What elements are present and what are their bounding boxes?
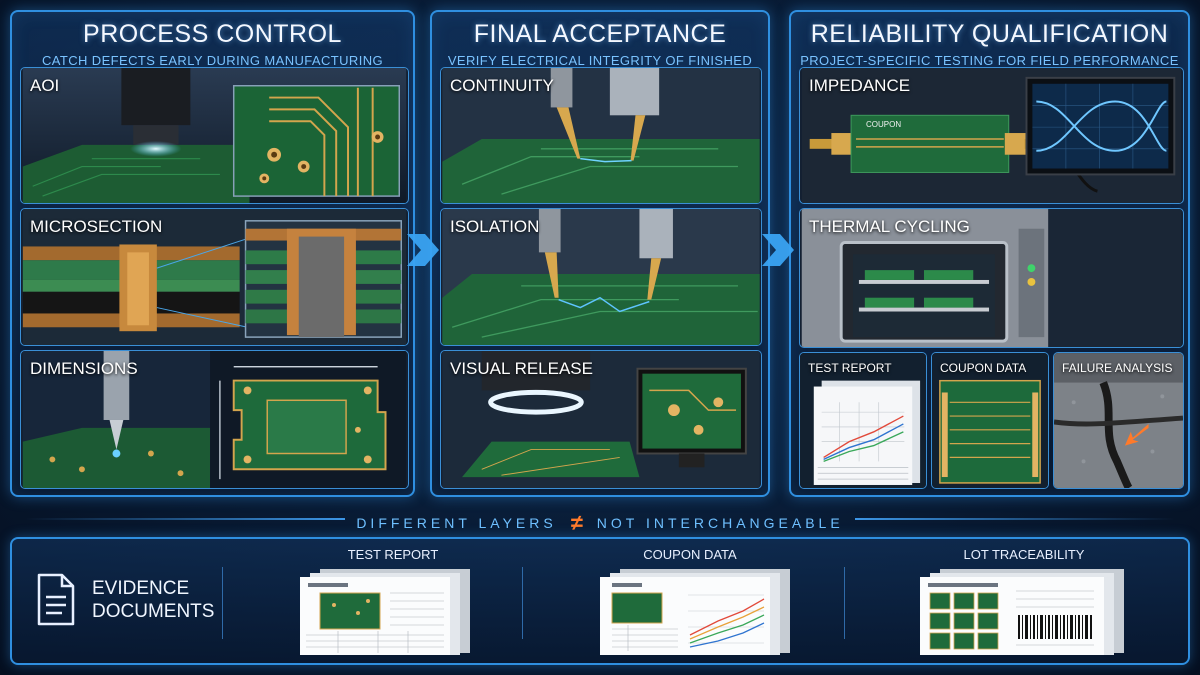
failure-analysis-panel: FAILURE ANALYSIS — [1053, 352, 1184, 489]
microsection-illustration — [22, 209, 407, 345]
divider-right-text: NOT INTERCHANGEABLE — [596, 515, 844, 531]
separator — [222, 567, 223, 639]
isolation-panel: ISOLATION — [440, 208, 762, 346]
heat-icon — [1104, 293, 1184, 348]
thermal-cycling-panel: THERMAL CYCLING — [799, 208, 1184, 348]
thermal-cycling-label: THERMAL CYCLING — [809, 217, 970, 236]
column-subtitle: PROJECT-SPECIFIC TESTING FOR FIELD PERFO… — [800, 53, 1179, 68]
dimensions-illustration — [22, 351, 407, 488]
evidence-coupon-data-title: COUPON DATA — [643, 547, 737, 562]
isolation-illustration — [442, 209, 760, 345]
aoi-illustration — [22, 68, 407, 203]
coupon-data-panel: COUPON DATA — [931, 352, 1049, 489]
impedance-illustration — [801, 68, 1182, 203]
evidence-label: EVIDENCE DOCUMENTS — [92, 577, 214, 623]
column-subtitle: CATCH DEFECTS EARLY DURING MANUFACTURING — [41, 53, 384, 68]
chevron-right-icon — [407, 234, 439, 266]
divider-line-left — [25, 518, 345, 520]
final-acceptance-column: FINAL ACCEPTANCE VERIFY ELECTRICAL INTEG… — [430, 10, 770, 497]
separator — [844, 567, 845, 639]
layers-divider: DIFFERENT LAYERS ≠ NOT INTERCHANGEABLE — [0, 510, 1200, 536]
evidence-label-line2: DOCUMENTS — [92, 601, 215, 622]
test-report-label: TEST REPORT — [808, 361, 892, 375]
test-report-document — [300, 569, 470, 655]
reliability-qualification-column: RELIABILITY QUALIFICATION PROJECT-SPECIF… — [789, 10, 1190, 497]
divider-left-text: DIFFERENT LAYERS — [356, 515, 557, 531]
isolation-label: ISOLATION — [450, 217, 540, 236]
visual-release-label: VISUAL RELEASE — [450, 359, 593, 378]
lot-traceability-document — [920, 569, 1124, 655]
coupon-data-document — [600, 569, 790, 655]
test-report-illustration — [800, 353, 926, 488]
visual-release-panel: VISUAL RELEASE — [440, 350, 762, 489]
coupon-data-illustration — [932, 353, 1048, 488]
column-title: RELIABILITY QUALIFICATION — [810, 20, 1169, 48]
continuity-label: CONTINUITY — [450, 76, 554, 95]
process-control-column: PROCESS CONTROL CATCH DEFECTS EARLY DURI… — [10, 10, 415, 497]
impedance-panel: IMPEDANCE COUPON — [799, 67, 1184, 204]
dimensions-panel: DIMENSIONS — [20, 350, 409, 489]
column-title: PROCESS CONTROL — [83, 20, 342, 48]
visual-release-illustration — [442, 351, 760, 488]
evidence-test-report-title: TEST REPORT — [347, 547, 439, 562]
microsection-label: MICROSECTION — [30, 217, 163, 236]
continuity-panel: CONTINUITY — [440, 67, 762, 204]
failure-analysis-illustration — [1054, 353, 1183, 488]
chevron-right-icon — [762, 234, 794, 266]
evidence-label-line1: EVIDENCE — [92, 578, 190, 599]
not-equal-symbol: ≠ — [570, 510, 583, 535]
document-icon — [37, 573, 75, 626]
failure-analysis-label: FAILURE ANALYSIS — [1062, 361, 1173, 375]
microsection-panel: MICROSECTION — [20, 208, 409, 346]
separator — [522, 567, 523, 639]
aoi-panel: AOI — [20, 67, 409, 204]
dimensions-label: DIMENSIONS — [30, 359, 138, 378]
coupon-board-text: COUPON — [866, 120, 902, 129]
aoi-label: AOI — [30, 76, 60, 95]
column-title: FINAL ACCEPTANCE — [473, 20, 727, 48]
coupon-data-label: COUPON DATA — [940, 361, 1027, 375]
evidence-lot-traceability-title: LOT TRACEABILITY — [963, 547, 1085, 562]
continuity-illustration — [442, 68, 760, 203]
test-report-panel: TEST REPORT — [799, 352, 927, 489]
thermal-cycling-illustration — [801, 209, 1182, 347]
evidence-documents-box: EVIDENCE DOCUMENTS TEST REPORT COUPON DA… — [10, 537, 1190, 665]
divider-line-right — [855, 518, 1175, 520]
impedance-label: IMPEDANCE — [809, 76, 911, 95]
